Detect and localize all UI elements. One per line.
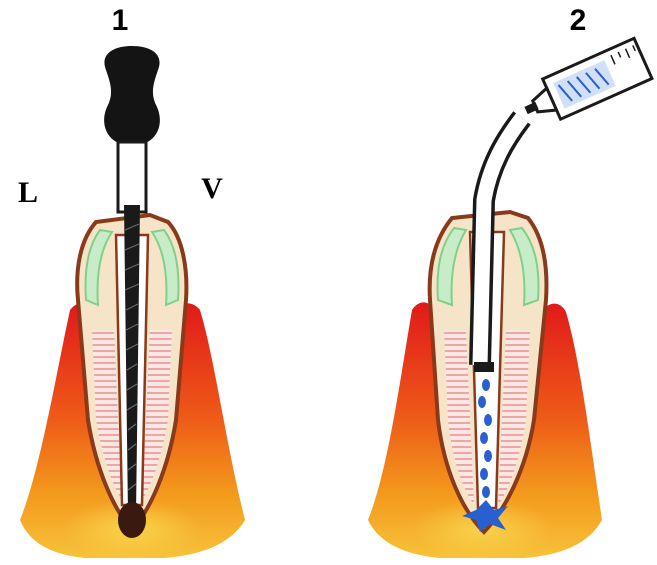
panel-1-number: 1: [112, 4, 129, 37]
panel-1-lingual-label: L: [18, 176, 38, 209]
panel-1-vestibular-label: V: [201, 172, 223, 205]
panel-2-number: 2: [570, 4, 587, 37]
panel-2: 2: [368, 4, 652, 560]
panel-1: 1 L V: [18, 4, 245, 560]
